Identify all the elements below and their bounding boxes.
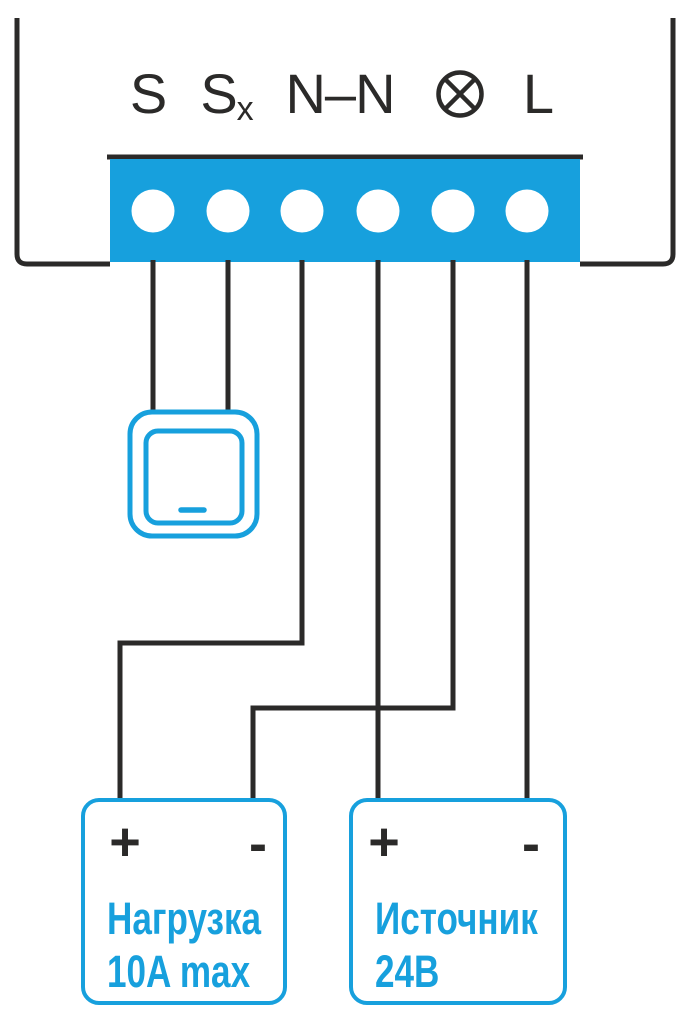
terminal-hole-n2 — [356, 189, 400, 233]
wire-n1-to-load-plus — [117, 260, 305, 798]
terminal-label-n-n: N–N — [285, 62, 395, 125]
terminal-hole-sx — [206, 189, 250, 233]
terminal-hole-n1 — [280, 189, 324, 233]
terminal-label-sx: Sx — [200, 66, 254, 128]
load-plus-terminal: + — [109, 812, 141, 872]
lamp-icon — [436, 70, 484, 118]
load-box: + - Нагрузка 10A max — [81, 798, 287, 1005]
terminal-hole-s — [131, 189, 175, 233]
source-plus-terminal: + — [368, 812, 400, 872]
wire-lamp-to-load-minus — [250, 260, 456, 798]
terminal-label-sx-base: S — [200, 62, 237, 125]
device-outline-right — [580, 18, 676, 267]
device-outline-left — [14, 18, 110, 267]
terminal-label-sx-subscript: x — [236, 90, 254, 128]
terminal-hole-l — [505, 189, 549, 233]
source-box-label: Источник 24В — [375, 892, 538, 998]
load-box-subtitle: 10A max — [107, 946, 251, 997]
source-box: + - Источник 24В — [349, 798, 567, 1005]
terminal-label-l: L — [522, 62, 554, 125]
load-box-title: Нагрузка — [107, 893, 262, 944]
terminal-block — [110, 159, 580, 262]
wall-switch-icon — [127, 409, 260, 539]
source-box-subtitle: 24В — [375, 946, 440, 997]
load-minus-terminal: - — [249, 814, 267, 874]
source-box-title: Источник — [375, 893, 538, 944]
terminal-hole-lamp — [431, 189, 475, 233]
terminal-label-s: S — [129, 62, 167, 125]
load-box-label: Нагрузка 10A max — [107, 892, 261, 998]
source-minus-terminal: - — [522, 814, 540, 874]
